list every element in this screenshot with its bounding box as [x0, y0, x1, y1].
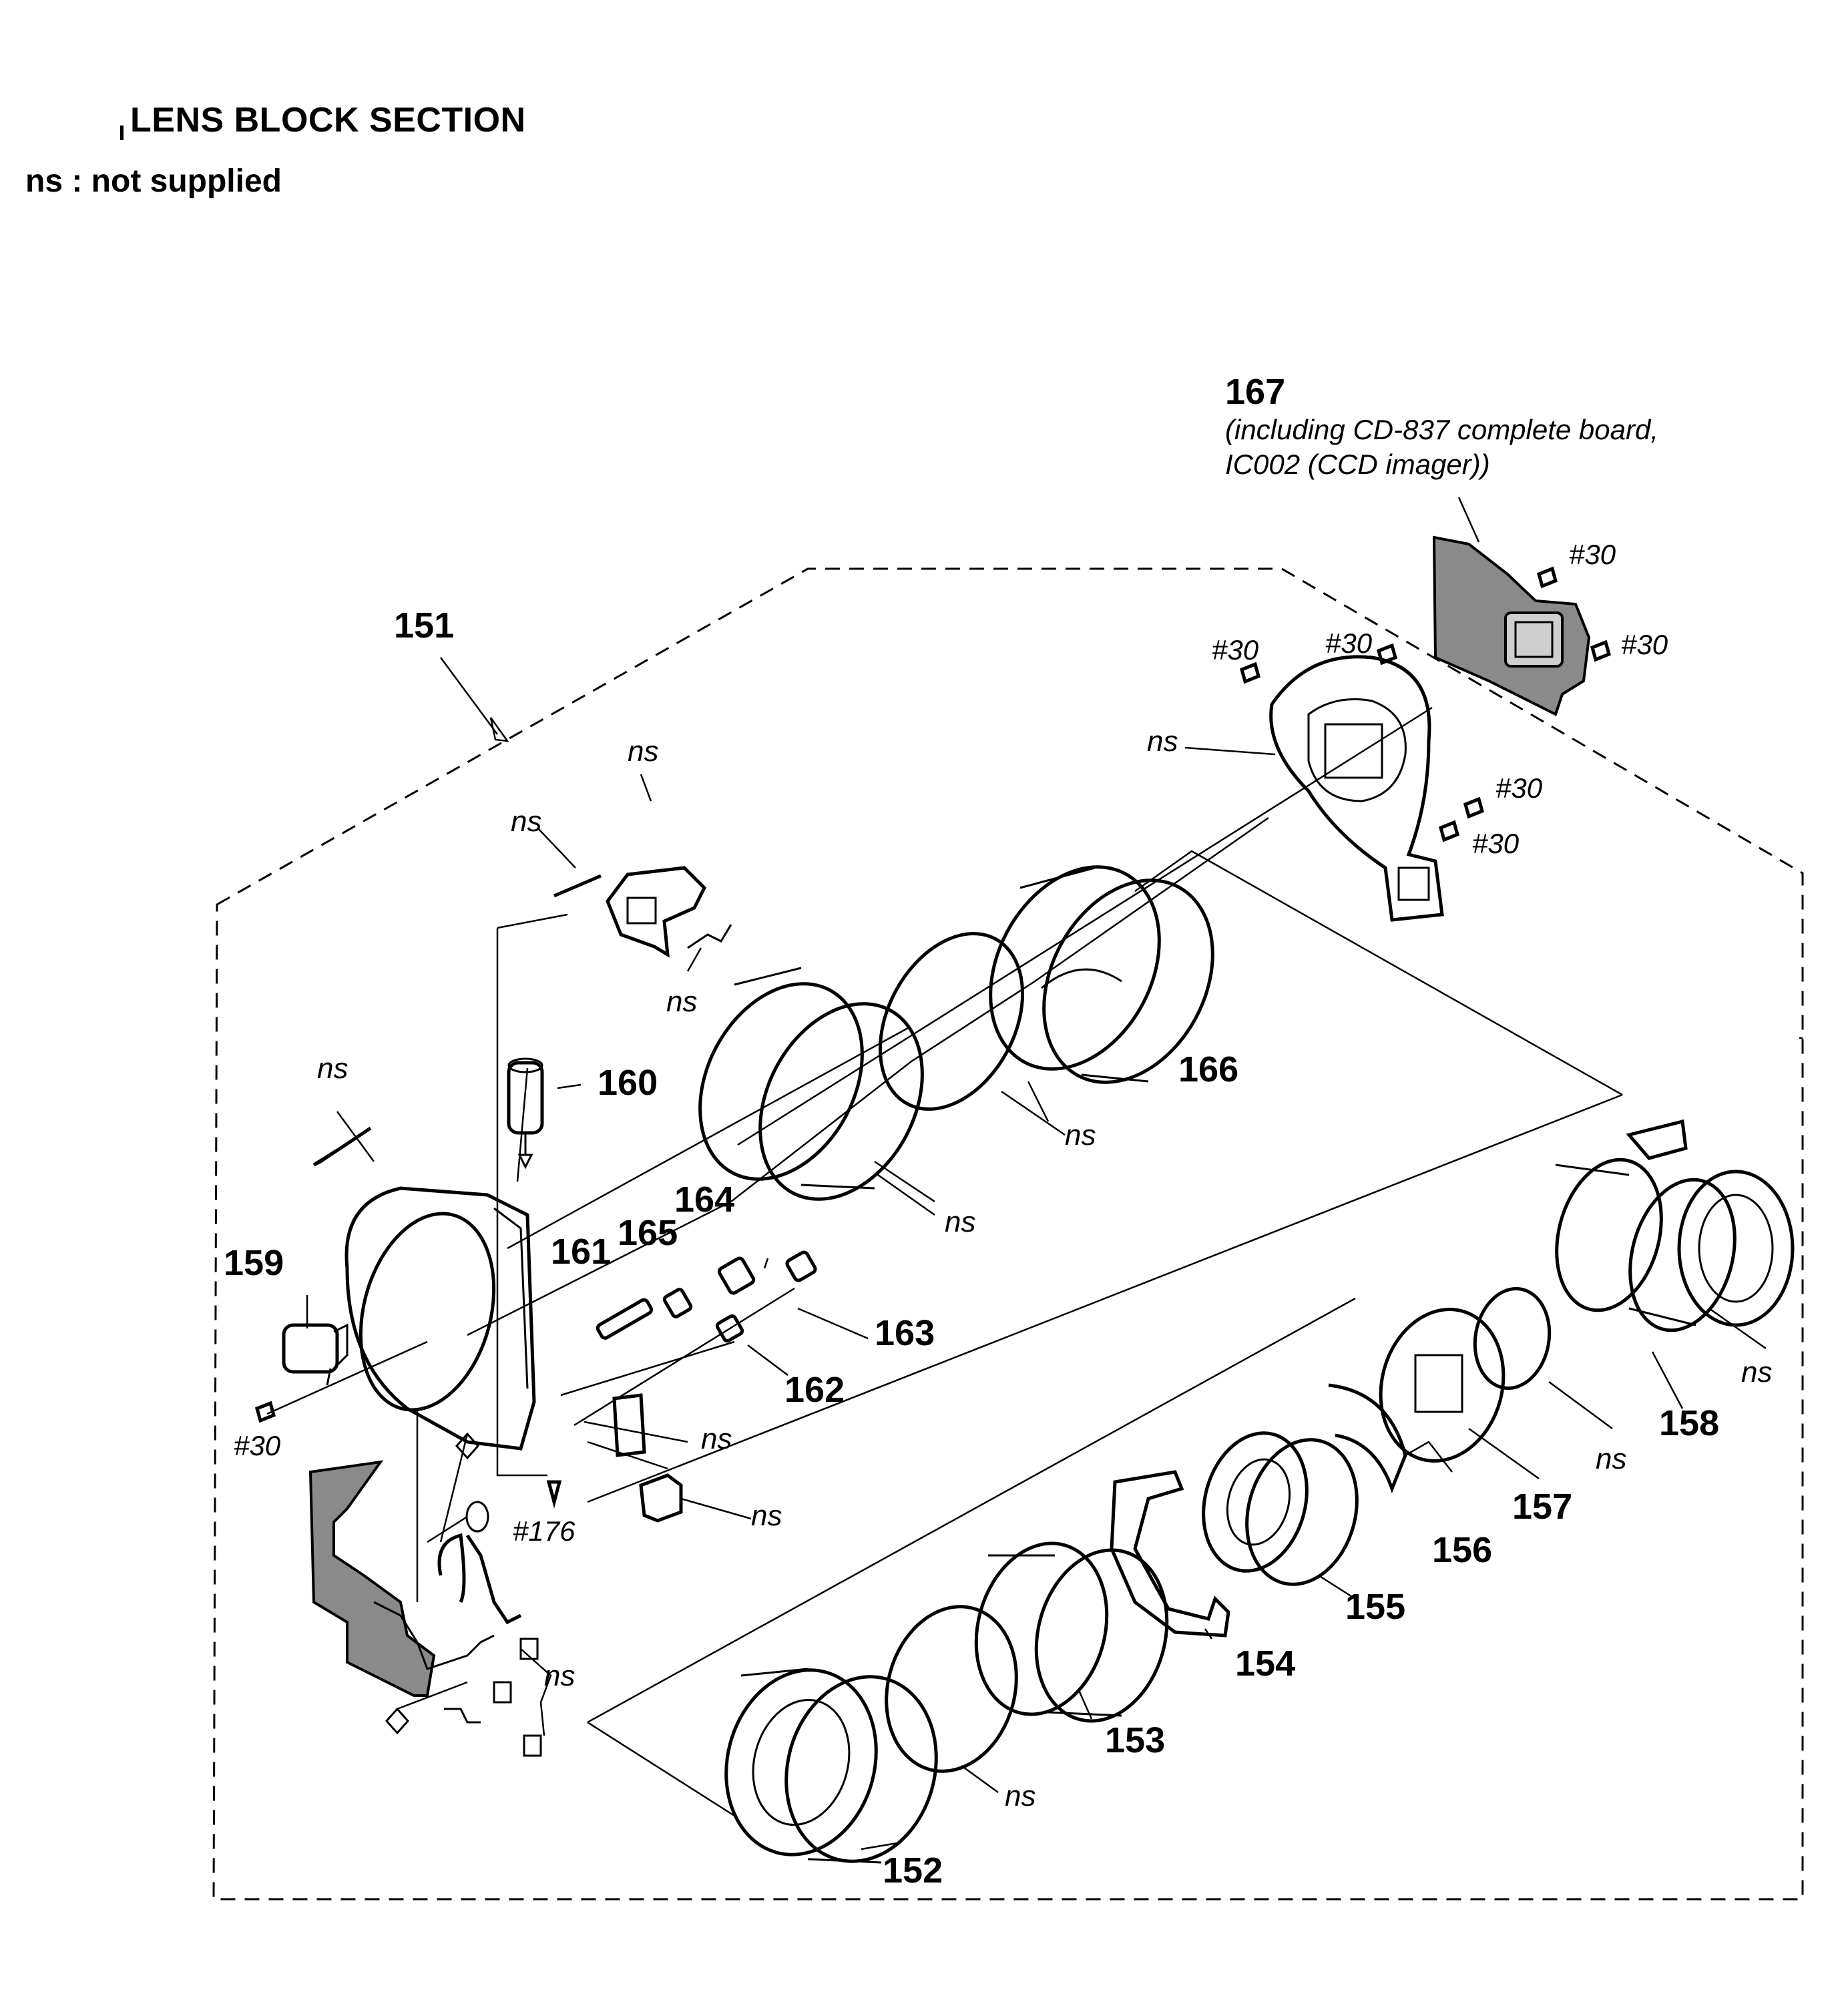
shaft-ns: [553, 874, 602, 898]
screw-30-label: #30: [234, 1430, 281, 1461]
part-167-note-line1: (including CD-837 complete board,: [1225, 414, 1658, 445]
section-title: LENS BLOCK SECTION: [130, 101, 526, 140]
callout-158: 158: [1659, 1403, 1719, 1443]
part-160-motor: [507, 1057, 544, 1170]
callout-leader-lines: [306, 497, 1767, 1850]
screw-30-label: #30: [1325, 628, 1373, 659]
part-165-gear: [662, 1288, 693, 1318]
callout-153: 153: [1105, 1720, 1165, 1760]
part-159-sensor: [282, 1323, 349, 1386]
ns-label: ns: [945, 1206, 975, 1238]
screw-30-label: #30: [1621, 629, 1668, 660]
upper-holder-ns: [606, 866, 732, 958]
screw-icons: [254, 566, 1612, 1423]
diamond-mark-top: [455, 1432, 480, 1460]
o-ring-ns-upper: [878, 932, 1025, 1111]
screw-30-label: #30: [1472, 828, 1520, 859]
ns-label: ns: [317, 1052, 348, 1085]
assembly-151-boundary: [212, 567, 1804, 1901]
ns-label: ns: [1741, 1356, 1772, 1389]
ns-label: ns: [544, 1660, 575, 1692]
rear-holder-ns: [1269, 655, 1444, 922]
far-right-holder-ns: [1626, 1119, 1795, 1327]
middle-ring-ns: [698, 967, 924, 1201]
ns-label: ns: [1065, 1119, 1096, 1152]
ns-label: ns: [511, 805, 541, 838]
small-lens-ring-ns: [1473, 1287, 1552, 1390]
part-161-gear-shaft: [596, 1298, 654, 1340]
ns-label: ns: [666, 985, 697, 1018]
ns-label: ns: [751, 1499, 782, 1532]
screw-30-label: #30: [1212, 634, 1259, 666]
callout-159: 159: [224, 1243, 284, 1283]
callout-165: 165: [618, 1213, 678, 1253]
ns-label: ns: [1596, 1443, 1626, 1475]
small-bracket-ns: [312, 1126, 372, 1167]
flexible-board-assembly: [308, 1460, 542, 1757]
ns-label: ns: [1005, 1780, 1035, 1812]
clip-ns: [639, 1473, 683, 1523]
part-153-cam-barrel: [974, 1541, 1169, 1723]
callout-156: 156: [1432, 1530, 1492, 1570]
part-163-gear: [785, 1250, 817, 1282]
part-164-gear: [717, 1256, 756, 1295]
screw-30-label: #30: [1569, 539, 1616, 570]
part-157-ring: [1379, 1308, 1506, 1463]
callout-166: 166: [1178, 1049, 1238, 1089]
part-152-front-barrel: [724, 1668, 938, 1864]
screw-176-label: #176: [513, 1515, 575, 1547]
part-154-ring: [1110, 1470, 1230, 1638]
ns-legend: ns : not supplied: [25, 164, 282, 199]
callout-164: 164: [674, 1180, 734, 1220]
callout-161: 161: [551, 1232, 611, 1272]
callout-152: 152: [883, 1850, 943, 1891]
callout-163: 163: [875, 1313, 935, 1353]
callout-160: 160: [598, 1063, 658, 1103]
part-166-ring: [989, 865, 1214, 1084]
o-ring-ns-lower: [885, 1605, 1018, 1773]
screw-labels: #30 #30 #30 #30 #30 #30 #30 #176: [234, 539, 1668, 1547]
part-167-ccd-board: [1432, 535, 1591, 716]
ns-label: ns: [628, 735, 658, 768]
screw-176: [546, 1480, 562, 1509]
callout-162: 162: [784, 1370, 845, 1410]
callout-151: 151: [394, 605, 454, 646]
title-tick-mark: [120, 126, 124, 140]
callout-157: 157: [1512, 1487, 1572, 1527]
ns-labels: ns ns ns ns ns ns ns ns ns ns ns ns ns: [317, 725, 1772, 1812]
assembly-axis-lines: [266, 706, 1803, 1817]
callout-167: 167: [1225, 372, 1285, 412]
small-sheet-ns: [612, 1393, 646, 1457]
callout-154: 154: [1235, 1644, 1295, 1684]
ns-label: ns: [1147, 725, 1178, 758]
part-158-ring: [1555, 1158, 1737, 1332]
callout-155: 155: [1345, 1587, 1405, 1627]
main-lens-frame: [344, 1186, 536, 1451]
part-155-lens: [1202, 1431, 1359, 1586]
ns-label: ns: [701, 1423, 732, 1455]
part-167-note-line2: IC002 (CCD imager)): [1225, 449, 1490, 480]
diamond-mark-bottom: [385, 1707, 410, 1735]
screw-30-label: #30: [1495, 772, 1543, 804]
